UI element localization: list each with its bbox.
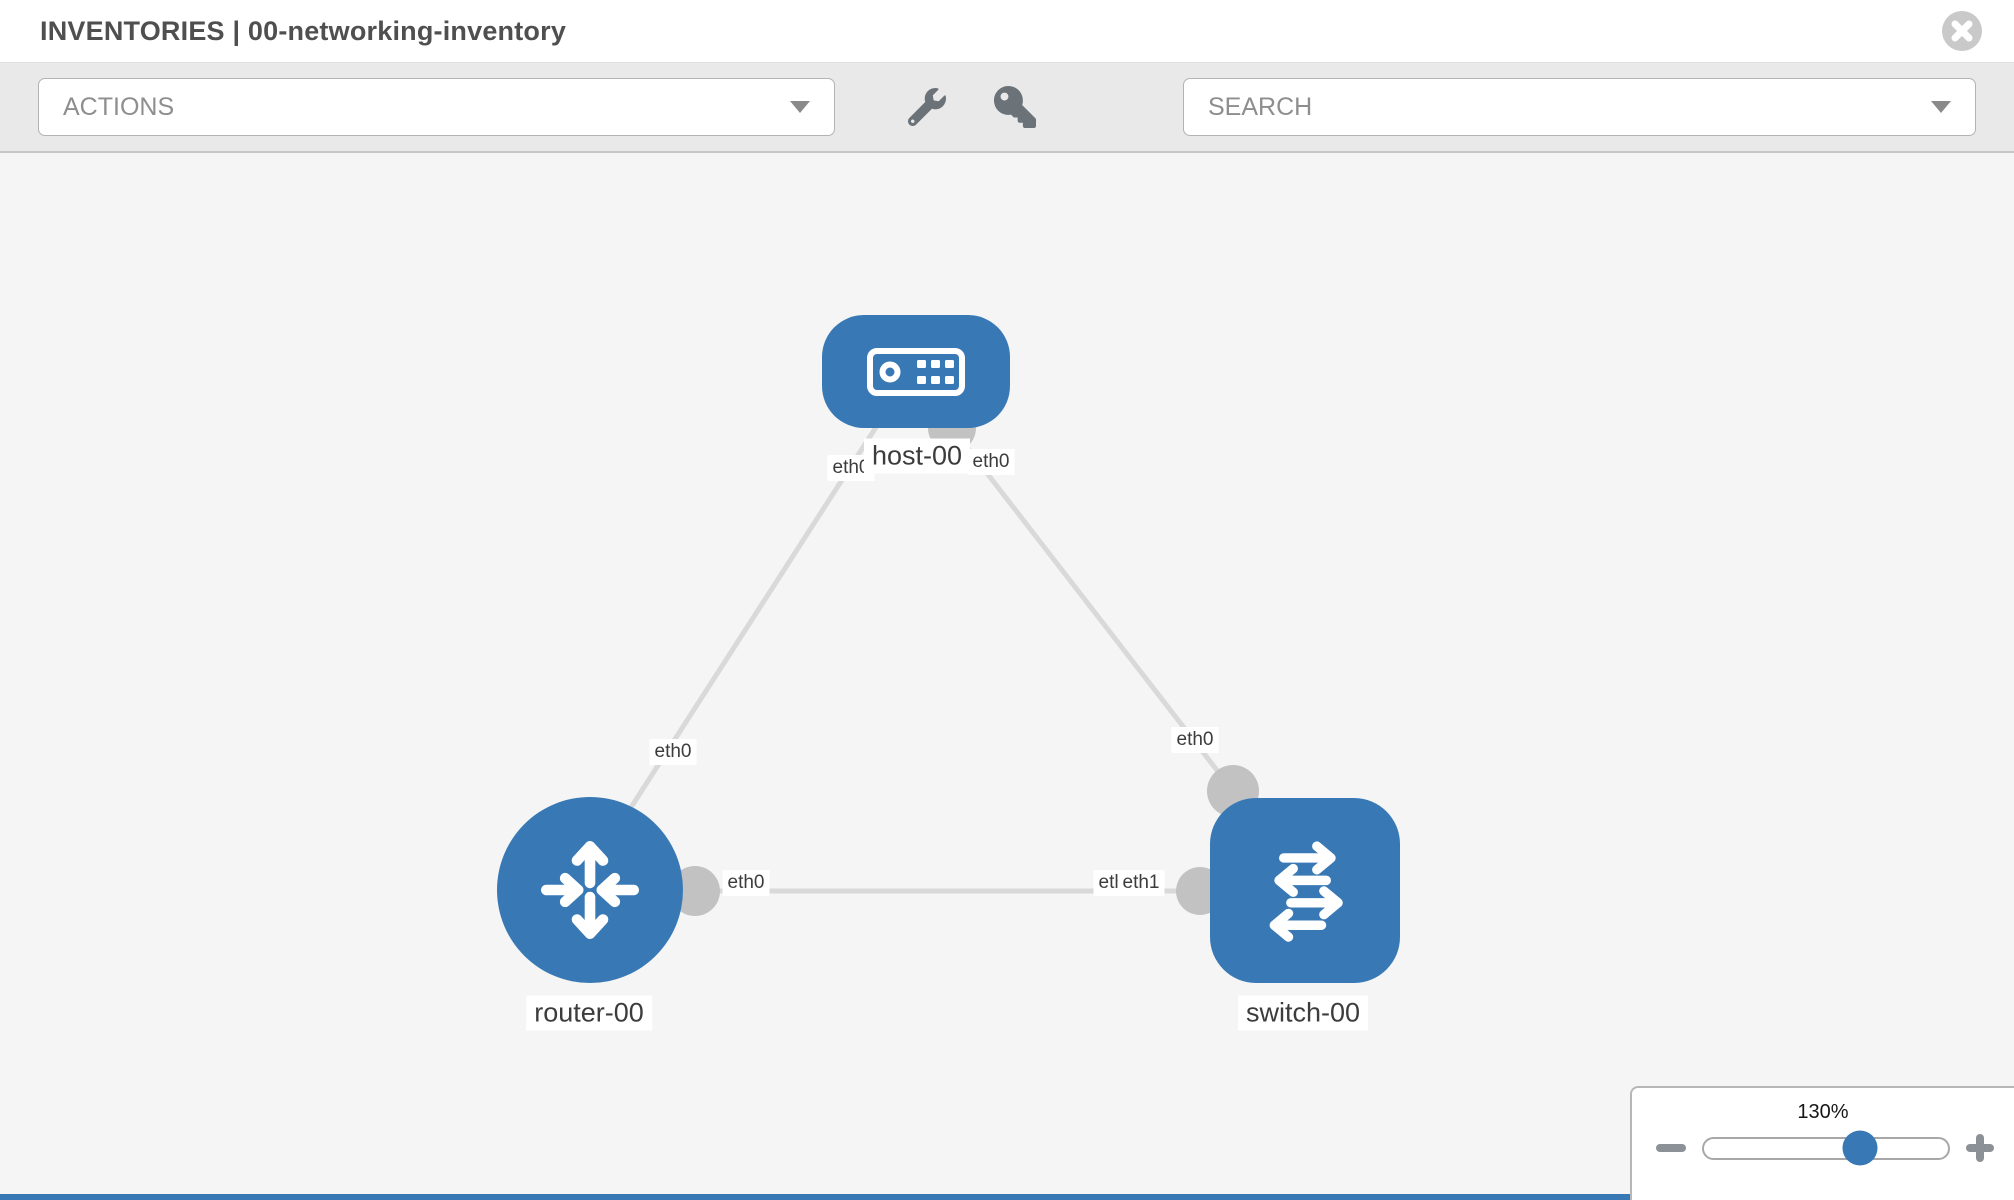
node-label-host: host-00: [863, 438, 971, 474]
credentials-button[interactable]: [994, 86, 1037, 128]
actions-dropdown[interactable]: ACTIONS: [38, 78, 835, 136]
zoom-slider-track[interactable]: [1702, 1130, 1950, 1166]
zoom-slider-thumb[interactable]: [1842, 1130, 1878, 1166]
bottom-accent-bar: [0, 1194, 1630, 1200]
topology-links-layer: [605, 419, 1235, 894]
zoom-slider-row: [1632, 1124, 2014, 1166]
link-host-router[interactable]: [605, 419, 883, 845]
tool-icons: [908, 86, 1037, 128]
host-icon: [867, 347, 965, 396]
search-dropdown[interactable]: SEARCH: [1182, 78, 1976, 136]
chevron-down-icon: [790, 101, 810, 113]
node-host-00[interactable]: [822, 315, 1010, 428]
node-router-00[interactable]: [497, 797, 683, 983]
switch-icon: [1269, 840, 1343, 942]
toolbar: ACTIONS SEARCH: [0, 62, 2014, 153]
node-label-switch: switch-00: [1237, 995, 1369, 1031]
topology-canvas[interactable]: host-00 router-00 switch-00 eth0 eth0 et…: [0, 153, 2014, 1200]
close-button[interactable]: [1942, 11, 1982, 51]
iface-label-router-to-host: eth0: [649, 739, 697, 765]
node-switch-00[interactable]: [1210, 798, 1400, 983]
iface-label-switch-to-host: eth0: [1171, 727, 1219, 753]
zoom-panel: 130%: [1630, 1086, 2014, 1200]
router-icon: [541, 841, 639, 939]
iface-label-host-to-switch: eth0: [967, 449, 1015, 475]
page-title: INVENTORIES | 00-networking-inventory: [40, 15, 567, 46]
zoom-level-text: 130%: [1797, 1101, 1849, 1123]
search-dropdown-label: SEARCH: [1207, 92, 1313, 121]
tools-button[interactable]: [908, 88, 947, 127]
iface-label-router-to-switch: eth0: [722, 870, 770, 896]
actions-dropdown-label: ACTIONS: [63, 92, 175, 121]
wrench-icon: [908, 88, 947, 127]
zoom-in-button[interactable]: [1966, 1134, 1994, 1162]
zoom-out-button[interactable]: [1656, 1144, 1686, 1152]
chevron-down-icon: [1930, 101, 1951, 113]
key-icon: [994, 86, 1037, 128]
iface-label-switch-to-router: eth1: [1117, 870, 1165, 896]
header: INVENTORIES | 00-networking-inventory: [0, 0, 2014, 62]
node-label-router: router-00: [526, 995, 652, 1031]
close-icon: [1942, 11, 1982, 51]
